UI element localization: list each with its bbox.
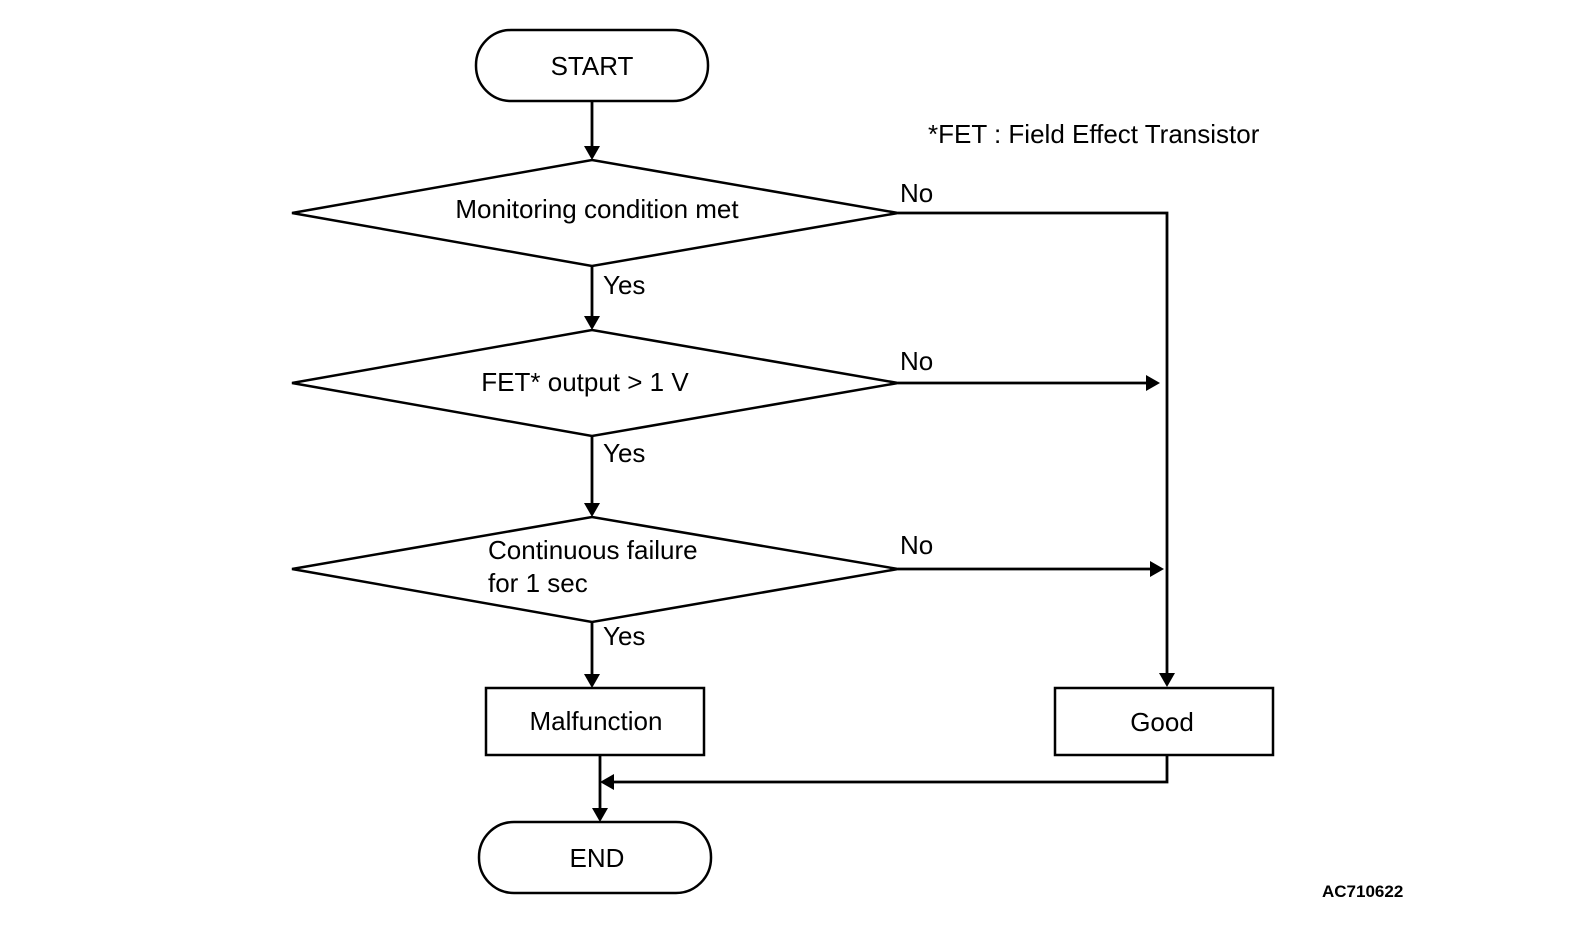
- start-label: START: [551, 51, 634, 81]
- arrowhead: [584, 316, 600, 330]
- no-label-3: No: [900, 530, 933, 560]
- malfunction-box: [484, 686, 706, 757]
- end-terminator: [477, 820, 713, 895]
- arrowhead: [1150, 561, 1164, 577]
- end-label: END: [570, 843, 625, 873]
- figure-code: AC710622: [1322, 882, 1403, 901]
- decision3-label-line2: for 1 sec: [488, 568, 588, 598]
- arrowhead: [600, 774, 614, 790]
- malfunction-label: Malfunction: [530, 706, 663, 736]
- footnote: *FET : Field Effect Transistor: [928, 119, 1260, 149]
- arrowhead: [1146, 375, 1160, 391]
- good-label: Good: [1130, 707, 1194, 737]
- decision2-label: FET* output > 1 V: [481, 367, 689, 397]
- decision1-label: Monitoring condition met: [455, 194, 739, 224]
- arrowhead: [584, 146, 600, 160]
- yes-label-1: Yes: [603, 270, 645, 300]
- arrowhead: [584, 674, 600, 688]
- arrowhead: [584, 503, 600, 517]
- no-label-2: No: [900, 346, 933, 376]
- decision-continuous-failure: [291, 515, 899, 624]
- no-label-1: No: [900, 178, 933, 208]
- connector-good-merge: [612, 755, 1169, 784]
- arrowhead: [1159, 673, 1175, 687]
- connector-decision1-no: [898, 211, 1169, 675]
- arrowhead: [592, 808, 608, 822]
- decision3-label-line1: Continuous failure: [488, 535, 698, 565]
- yes-label-2: Yes: [603, 438, 645, 468]
- good-box: [1053, 686, 1275, 757]
- yes-label-3: Yes: [603, 621, 645, 651]
